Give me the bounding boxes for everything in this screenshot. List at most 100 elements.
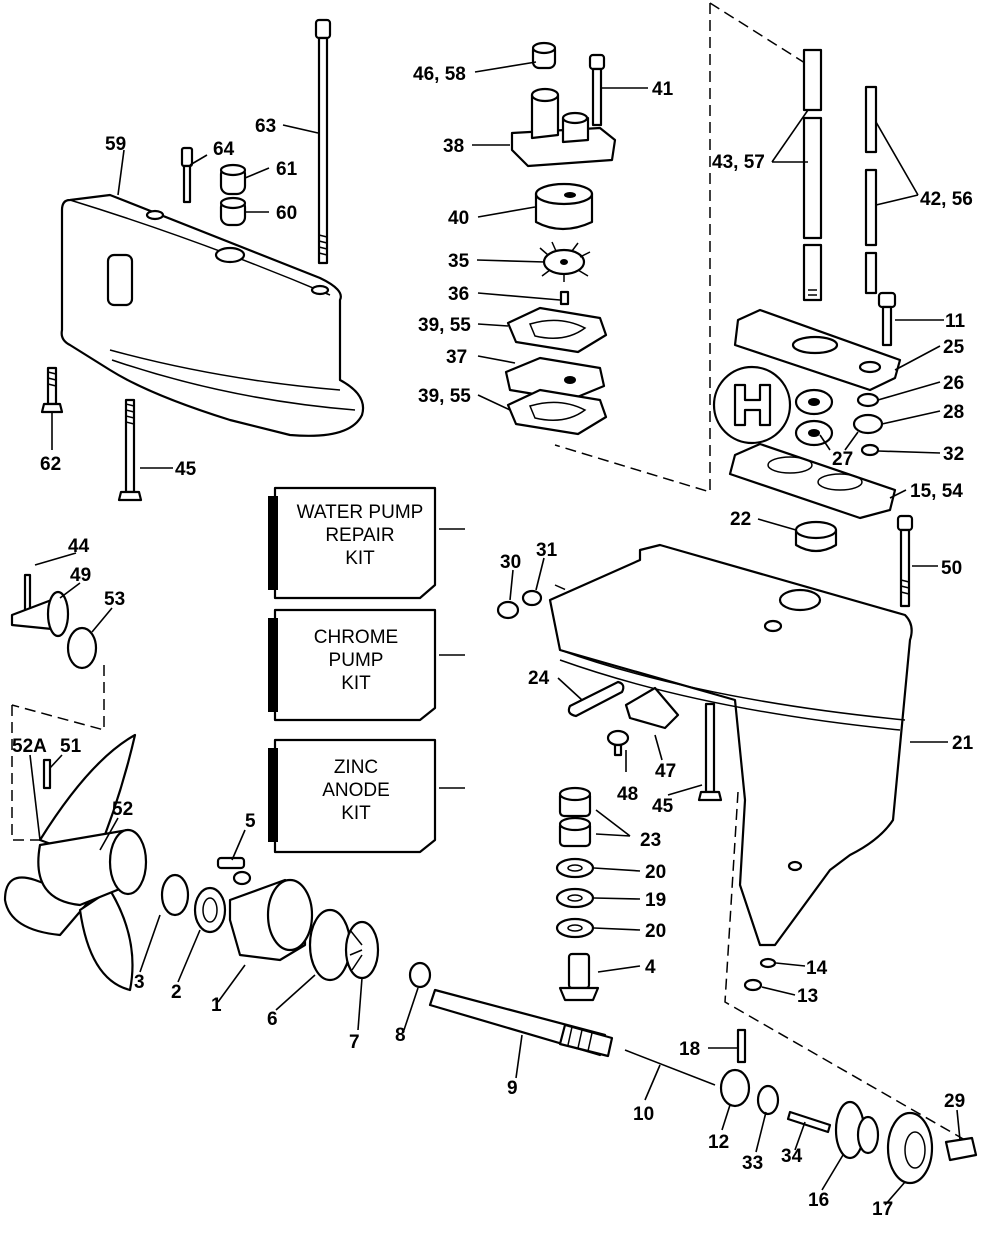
callout-label: 49 [70, 565, 91, 586]
callout-label: 6 [267, 1009, 278, 1030]
callout-label: 39, 55 [418, 386, 471, 407]
kit-line: WATER PUMP [297, 502, 424, 523]
forward-gear [344, 920, 380, 980]
kit-line: KIT [345, 548, 375, 569]
reverse-gear [834, 1100, 880, 1160]
callout-label: 13 [797, 986, 818, 1007]
o-ring-14 [759, 957, 777, 969]
gearcase-gasket [728, 442, 897, 520]
callout-label: 25 [943, 337, 965, 358]
kit-line: KIT [341, 803, 371, 824]
kit-line: CHROME [314, 627, 398, 648]
callout-label: 19 [645, 890, 666, 911]
shifter-12 [719, 1068, 751, 1108]
leader-lines [29, 61, 961, 1206]
seal-detail [712, 365, 792, 445]
callout-label: 51 [60, 736, 82, 757]
callout-label: 60 [276, 203, 297, 224]
callout-labels: 59 63 64 61 60 62 45 46, 58 41 38 40 35 … [12, 64, 974, 1220]
kit-box-water-pump: WATER PUMP REPAIR KIT [268, 486, 437, 600]
screw-48 [606, 729, 630, 757]
pinion-gear [558, 952, 600, 1002]
prop-nut [10, 590, 70, 638]
callout-label: 52 [112, 799, 133, 820]
callout-label: 11 [945, 311, 966, 332]
callout-label: 14 [806, 958, 828, 979]
bolt-5 [216, 856, 246, 870]
callout-label: 28 [943, 402, 964, 423]
callout-label: 63 [255, 116, 276, 137]
drive-shaft [802, 48, 823, 302]
callout-label: 42, 56 [920, 189, 973, 210]
pin-51 [42, 758, 52, 790]
housing-long-screw [117, 398, 143, 502]
callout-label: 64 [213, 139, 235, 160]
bearing-23-upper [558, 786, 592, 818]
callout-label: 39, 55 [418, 315, 471, 336]
callout-label: 40 [448, 208, 469, 229]
kit-line: ANODE [322, 780, 390, 801]
pin-34 [786, 1110, 832, 1134]
shifter-spring [624, 1049, 716, 1086]
drain-screw-13 [743, 978, 763, 992]
pump-bolt [588, 53, 606, 127]
long-bolt-45 [697, 702, 723, 802]
thrust-bearing [555, 887, 595, 909]
impeller-key [559, 290, 570, 306]
callout-label: 5 [245, 811, 256, 832]
callout-label: 20 [645, 921, 666, 942]
o-ring-6 [308, 908, 352, 982]
pump-housing [510, 87, 617, 168]
gearcase [548, 543, 913, 947]
callout-label: 61 [276, 159, 298, 180]
callout-label: 26 [943, 373, 964, 394]
thrust-washer-lower [555, 917, 595, 939]
callout-label: 1 [211, 995, 222, 1016]
shaft-seal-lower [794, 419, 834, 447]
kit-line: REPAIR [325, 525, 394, 546]
screw-30 [496, 600, 520, 620]
retainer-33 [756, 1084, 780, 1116]
callout-label: 36 [448, 284, 469, 305]
callout-label: 17 [872, 1199, 893, 1220]
o-ring-32 [860, 443, 880, 457]
bearing-22 [794, 520, 838, 553]
callout-label: 29 [944, 1091, 965, 1112]
shift-rod-bolt [877, 291, 897, 347]
callout-label: 44 [68, 536, 90, 557]
callout-label: 32 [943, 444, 964, 465]
callout-label: 4 [645, 957, 656, 978]
callout-label: 18 [679, 1039, 700, 1060]
shift-rod [864, 85, 878, 295]
callout-label: 37 [446, 347, 467, 368]
callout-label: 38 [443, 136, 464, 157]
callout-label: 35 [448, 251, 470, 272]
pump-gasket-upper [506, 306, 608, 354]
o-ring-26 [856, 392, 880, 408]
kit-line: KIT [341, 673, 371, 694]
impeller [539, 241, 591, 282]
bearing-23-lower [558, 816, 592, 848]
callout-label: 41 [652, 79, 674, 100]
callout-label: 3 [134, 972, 145, 993]
anode-29 [944, 1136, 978, 1162]
long-bolt-50 [896, 514, 914, 608]
pin-18 [736, 1028, 747, 1064]
cotter-pin [23, 573, 32, 612]
propeller [3, 733, 148, 992]
callout-label: 50 [941, 558, 962, 579]
bearing-17 [886, 1111, 934, 1185]
callout-label: 31 [536, 540, 558, 561]
pump-liner [534, 182, 594, 231]
callout-label: 47 [655, 761, 676, 782]
callout-label: 16 [808, 1190, 829, 1211]
callout-label: 33 [742, 1153, 763, 1174]
pump-gasket-lower [506, 388, 608, 436]
callout-label: 30 [500, 552, 521, 573]
callout-label: 46, 58 [413, 64, 466, 85]
seal-2 [193, 886, 227, 934]
washer-31 [521, 589, 543, 607]
shaft-seal-upper [794, 388, 834, 416]
callout-label: 45 [652, 796, 674, 817]
